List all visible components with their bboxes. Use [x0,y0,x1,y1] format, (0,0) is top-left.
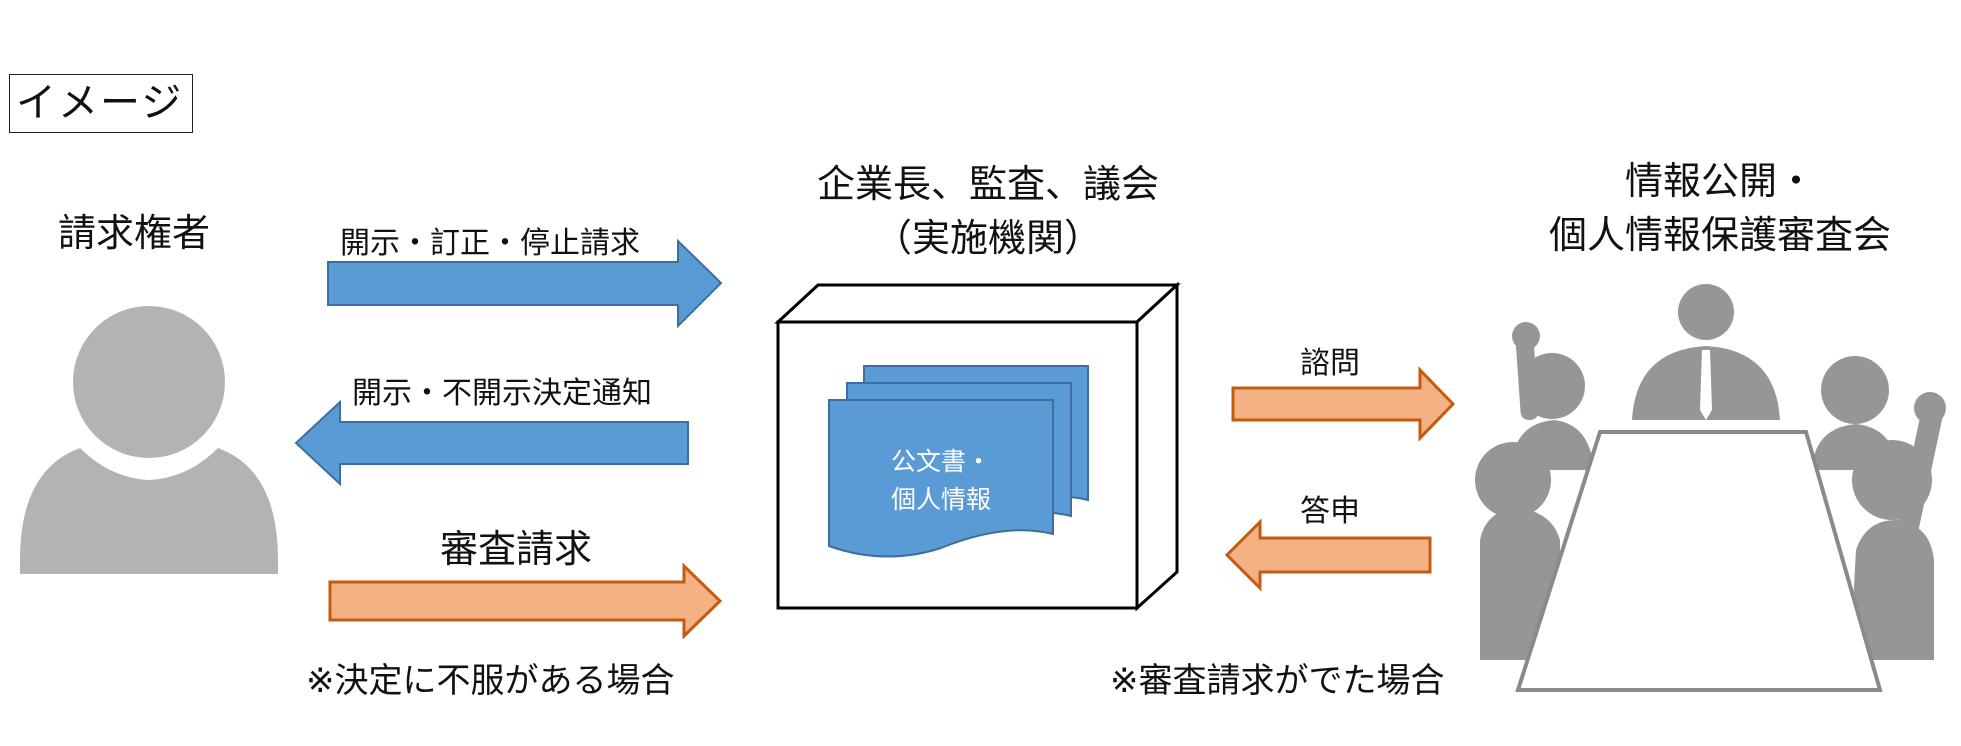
inquiry-arrow [1231,366,1456,442]
notice-arrow [294,399,689,487]
report-arrow-label: 答申 [1300,494,1360,529]
person-icon [20,306,278,574]
appeal-arrow [328,562,723,640]
report-arrow [1224,518,1432,592]
document-label-line2: 個人情報 [890,485,991,514]
request-arrow-label: 開示・訂正・停止請求 [340,226,640,261]
requester-label: 請求権者 [58,211,211,255]
review-board-title-line1: 情報公開・ [1624,159,1815,203]
inquiry-arrow-label: 諮問 [1300,346,1360,381]
document-icon [828,365,1089,558]
inquiry-note: ※審査請求がでた場合 [1110,661,1445,701]
institution-title-line2: （実施機関） [873,216,1102,260]
image-tag-label: イメージ [16,80,184,126]
review-board-title-line2: 個人情報保護審査会 [1548,213,1891,257]
request-arrow [327,238,723,329]
appeal-note: ※決定に不服がある場合 [306,661,675,701]
document-label-line1: 公文書・ [890,447,991,476]
image-tag-box: イメージ [9,74,193,133]
notice-arrow-label: 開示・不開示決定通知 [352,376,652,411]
meeting-icon [1475,284,1946,692]
appeal-arrow-label: 審査請求 [440,527,593,571]
institution-title-line1: 企業長、監査、議会 [816,162,1159,206]
